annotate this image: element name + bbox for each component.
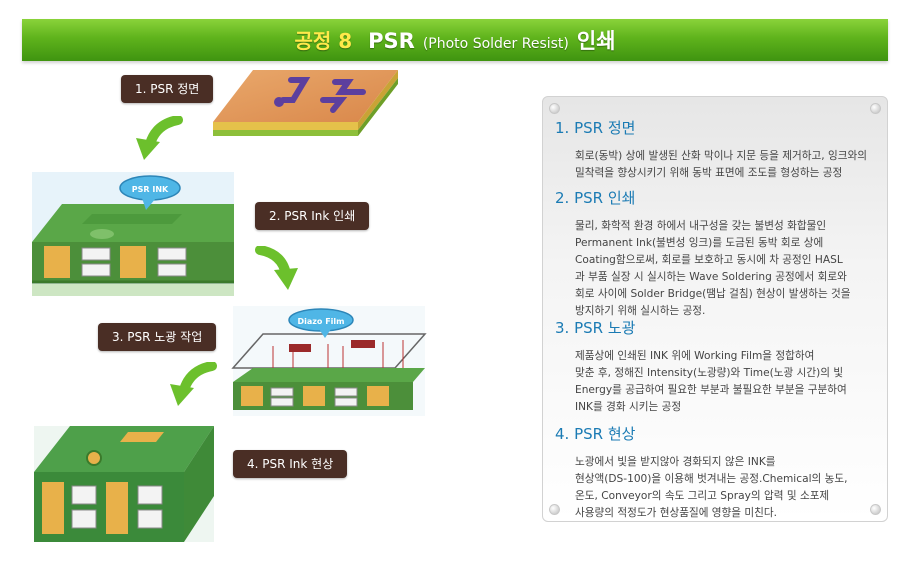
section-line: 맞춘 후, 정해진 Intensity(노광량)와 Time(노광 시간)의 빛 bbox=[575, 367, 844, 379]
header-banner: 공정 8 PSR (Photo Solder Resist) 인쇄 bbox=[22, 19, 888, 61]
section-title: 4. PSR 현상 bbox=[555, 425, 636, 443]
section-2: 2. PSR 인쇄 물리, 화학적 환경 하에서 내구성을 갖는 불변성 화합물… bbox=[555, 187, 885, 320]
info-panel: 1. PSR 정면 회로(동박) 상에 발생된 산화 막이나 지문 등을 제거하… bbox=[542, 96, 888, 522]
section-line: Coating함으로써, 회로를 보호하고 동시에 차 공정인 HASL bbox=[575, 254, 843, 266]
section-body: 물리, 화학적 환경 하에서 내구성을 갖는 불변성 화합물인 Permanen… bbox=[575, 218, 885, 320]
section-line: 회로 사이에 Solder Bridge(땜납 걸침) 현상이 발생하는 것을 bbox=[575, 288, 851, 300]
section-line: Energy를 공급하여 필요한 부분과 불필요한 부분을 구분하여 bbox=[575, 384, 847, 396]
callout-diazo-film: Diazo Film bbox=[297, 317, 344, 326]
section-line: 제품상에 인쇄된 INK 위에 Working Film을 정합하여 bbox=[575, 350, 815, 362]
panel-rivet-icon bbox=[549, 103, 560, 114]
flow-arrow-1 bbox=[136, 116, 183, 160]
section-line: 물리, 화학적 환경 하에서 내구성을 갖는 불변성 화합물인 bbox=[575, 220, 827, 232]
step-label-1: 1. PSR 정면 bbox=[121, 75, 214, 103]
step-label-3: 3. PSR 노광 작업 bbox=[98, 323, 217, 351]
section-line: 사용량의 적정도가 현상품질에 영향을 미친다. bbox=[575, 507, 778, 519]
panel-rivet-icon bbox=[549, 504, 560, 515]
pcb-board-illustration-3: Diazo Film bbox=[231, 306, 427, 416]
section-line: 과 부품 실장 시 실시하는 Wave Soldering 공정에서 회로와 bbox=[575, 271, 847, 283]
section-title: 2. PSR 인쇄 bbox=[555, 189, 636, 207]
section-line: INK를 경화 시키는 공정 bbox=[575, 401, 682, 413]
section-line: 방지하기 위해 실시하는 공정. bbox=[575, 305, 706, 317]
panel-rivet-icon bbox=[870, 504, 881, 515]
section-line: Permanent Ink(불변성 잉크)를 도금된 동박 회로 상에 bbox=[575, 237, 824, 249]
title-korean: 인쇄 bbox=[576, 29, 616, 53]
pcb-board-illustration-2: PSR INK bbox=[32, 172, 234, 296]
callout-psr-ink: PSR INK bbox=[132, 185, 169, 194]
pcb-board-illustration-4 bbox=[34, 426, 214, 542]
step-number: 공정 8 bbox=[294, 29, 353, 53]
flow-arrow-3 bbox=[170, 362, 217, 406]
section-line: 밀착력을 향상시키기 위해 동박 표면에 조도를 형성하는 공정 bbox=[575, 167, 843, 179]
title-psr: PSR bbox=[368, 29, 415, 53]
section-4: 4. PSR 현상 노광에서 빛을 받지않아 경화되지 않은 INK를 현상액(… bbox=[555, 423, 885, 522]
section-line: 현상액(DS-100)을 이용해 벗겨내는 공정.Chemical의 농도, bbox=[575, 473, 848, 485]
section-1: 1. PSR 정면 회로(동박) 상에 발생된 산화 막이나 지문 등을 제거하… bbox=[555, 117, 885, 182]
section-title: 3. PSR 노광 bbox=[555, 319, 636, 337]
page-title: 공정 8 PSR (Photo Solder Resist) 인쇄 bbox=[294, 25, 615, 55]
section-line: 노광에서 빛을 받지않아 경화되지 않은 INK를 bbox=[575, 456, 776, 468]
section-line: 회로(동박) 상에 발생된 산화 막이나 지문 등을 제거하고, 잉크와의 bbox=[575, 150, 867, 162]
title-subtitle: (Photo Solder Resist) bbox=[422, 36, 569, 52]
section-body: 회로(동박) 상에 발생된 산화 막이나 지문 등을 제거하고, 잉크와의 밀착… bbox=[575, 148, 885, 182]
flow-arrow-2 bbox=[255, 246, 298, 290]
section-title: 1. PSR 정면 bbox=[555, 119, 636, 137]
step-label-4: 4. PSR Ink 현상 bbox=[233, 450, 348, 478]
step-label-2: 2. PSR Ink 인쇄 bbox=[255, 202, 370, 230]
pcb-board-illustration-1 bbox=[213, 70, 398, 136]
panel-rivet-icon bbox=[870, 103, 881, 114]
section-body: 노광에서 빛을 받지않아 경화되지 않은 INK를 현상액(DS-100)을 이… bbox=[575, 454, 885, 522]
section-line: 온도, Conveyor의 속도 그리고 Spray의 압력 및 소포제 bbox=[575, 490, 830, 502]
section-3: 3. PSR 노광 제품상에 인쇄된 INK 위에 Working Film을 … bbox=[555, 317, 885, 416]
section-body: 제품상에 인쇄된 INK 위에 Working Film을 정합하여 맞춘 후,… bbox=[575, 348, 885, 416]
